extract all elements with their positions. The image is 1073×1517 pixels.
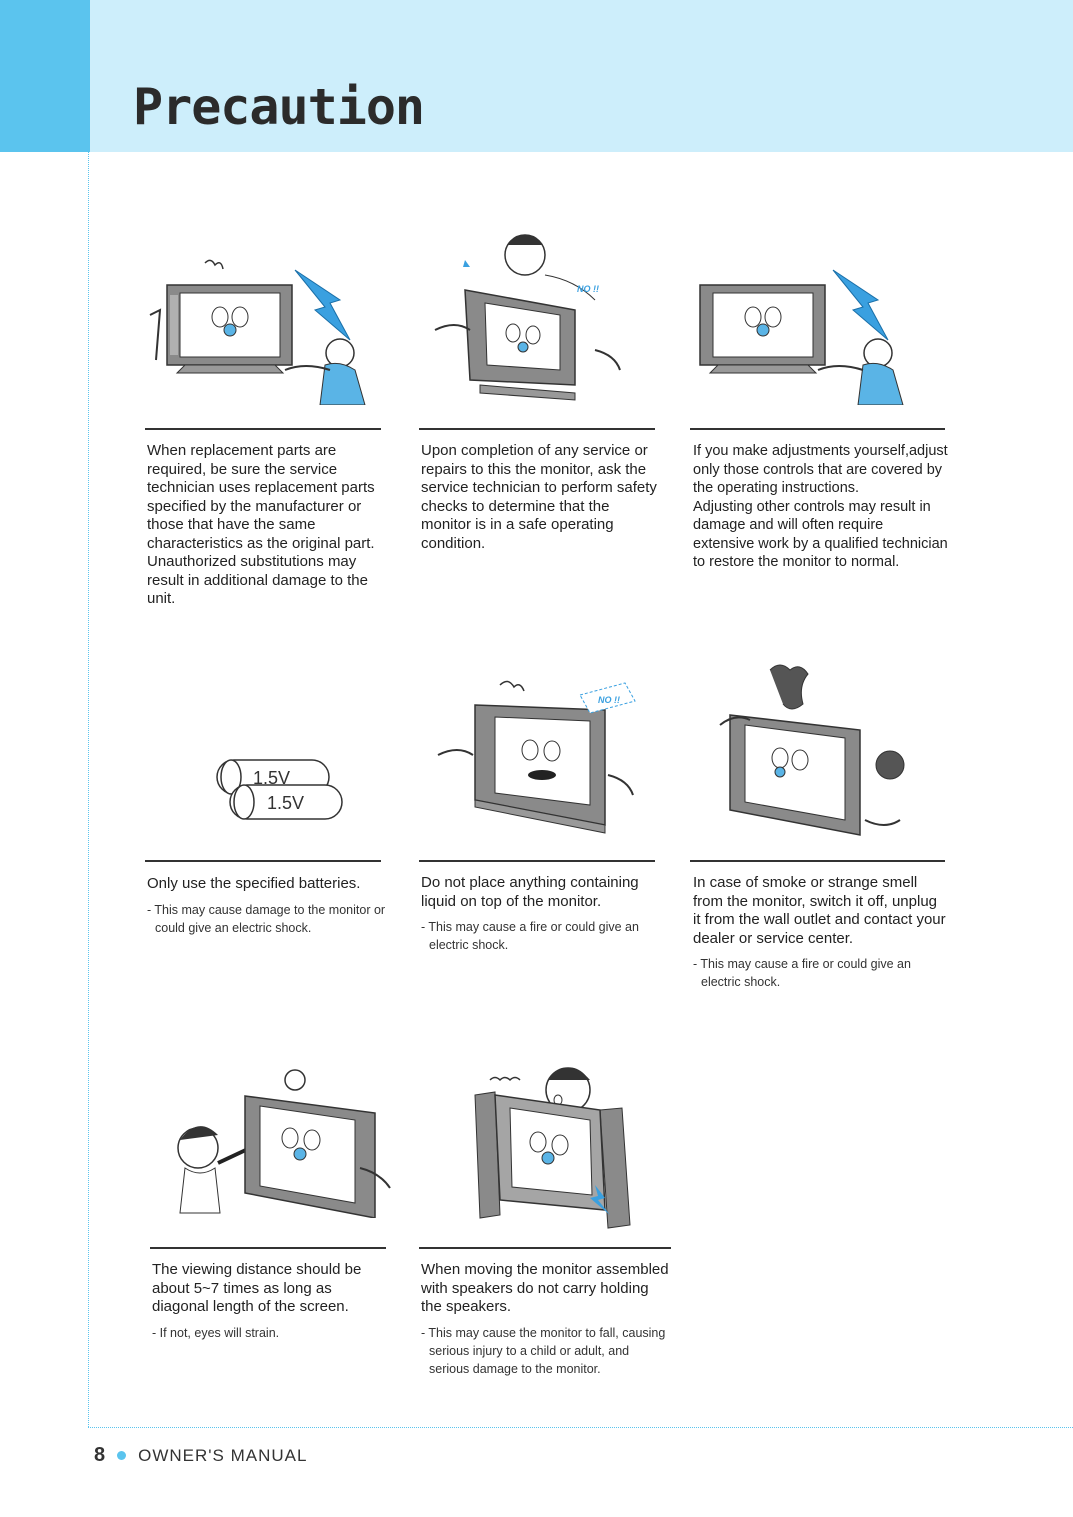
caption-adjustments: If you make adjustments yourself,adjust … <box>693 443 948 570</box>
divider <box>690 428 945 430</box>
illustration-liquid-on-monitor: NO !! <box>430 675 655 840</box>
note-moving-monitor: - This may cause the monitor to fall, ca… <box>421 1326 666 1376</box>
battery-label: 1.5V <box>267 793 304 813</box>
divider <box>419 428 655 430</box>
no-label: NO !! <box>598 695 620 705</box>
caption-liquid: Do not place anything containing liquid … <box>421 874 639 910</box>
battery-label: 1.5V <box>253 768 290 788</box>
divider <box>145 428 381 430</box>
page-title: Precaution <box>133 78 425 136</box>
illustration-smoke-monitor <box>700 660 930 840</box>
caption-batteries: Only use the specified batteries. <box>147 875 361 892</box>
side-tab <box>0 0 90 152</box>
illustration-lightning-monitor-2 <box>688 255 923 405</box>
margin-guide-horizontal <box>88 1427 1073 1428</box>
caption-replacement-parts: When replacement parts are required, be … <box>147 442 375 607</box>
divider <box>690 860 945 862</box>
page-footer: 8 OWNER'S MANUAL <box>94 1444 307 1467</box>
margin-guide-vertical <box>88 152 89 1427</box>
bullet-dot-icon <box>117 1451 127 1460</box>
no-label: NO !! <box>577 284 599 294</box>
note-batteries: - This may cause damage to the monitor o… <box>147 903 386 935</box>
divider <box>150 1247 386 1249</box>
divider <box>419 860 655 862</box>
caption-viewing-distance: The viewing distance should be about 5~7… <box>152 1261 362 1315</box>
caption-safety-checks: Upon completion of any service or repair… <box>421 442 657 552</box>
divider <box>419 1247 671 1249</box>
illustration-viewing-distance <box>150 1068 400 1218</box>
caption-smoke: In case of smoke or strange smell from t… <box>693 874 946 947</box>
illustration-batteries: 1.5V 1.5V <box>205 755 345 835</box>
illustration-service-technician: NO !! <box>425 215 635 415</box>
illustration-lightning-monitor-1 <box>145 255 380 405</box>
note-viewing-distance: - If not, eyes will strain. <box>152 1326 280 1340</box>
note-liquid: - This may cause a fire or could give an… <box>421 920 639 952</box>
manual-label: OWNER'S MANUAL <box>138 1445 308 1465</box>
caption-moving-monitor: When moving the monitor assembled with s… <box>421 1261 669 1315</box>
divider <box>145 860 381 862</box>
page-number: 8 <box>94 1444 106 1466</box>
illustration-moving-monitor <box>450 1050 650 1235</box>
note-smoke: - This may cause a fire or could give an… <box>693 957 911 989</box>
header-band <box>90 0 1073 152</box>
